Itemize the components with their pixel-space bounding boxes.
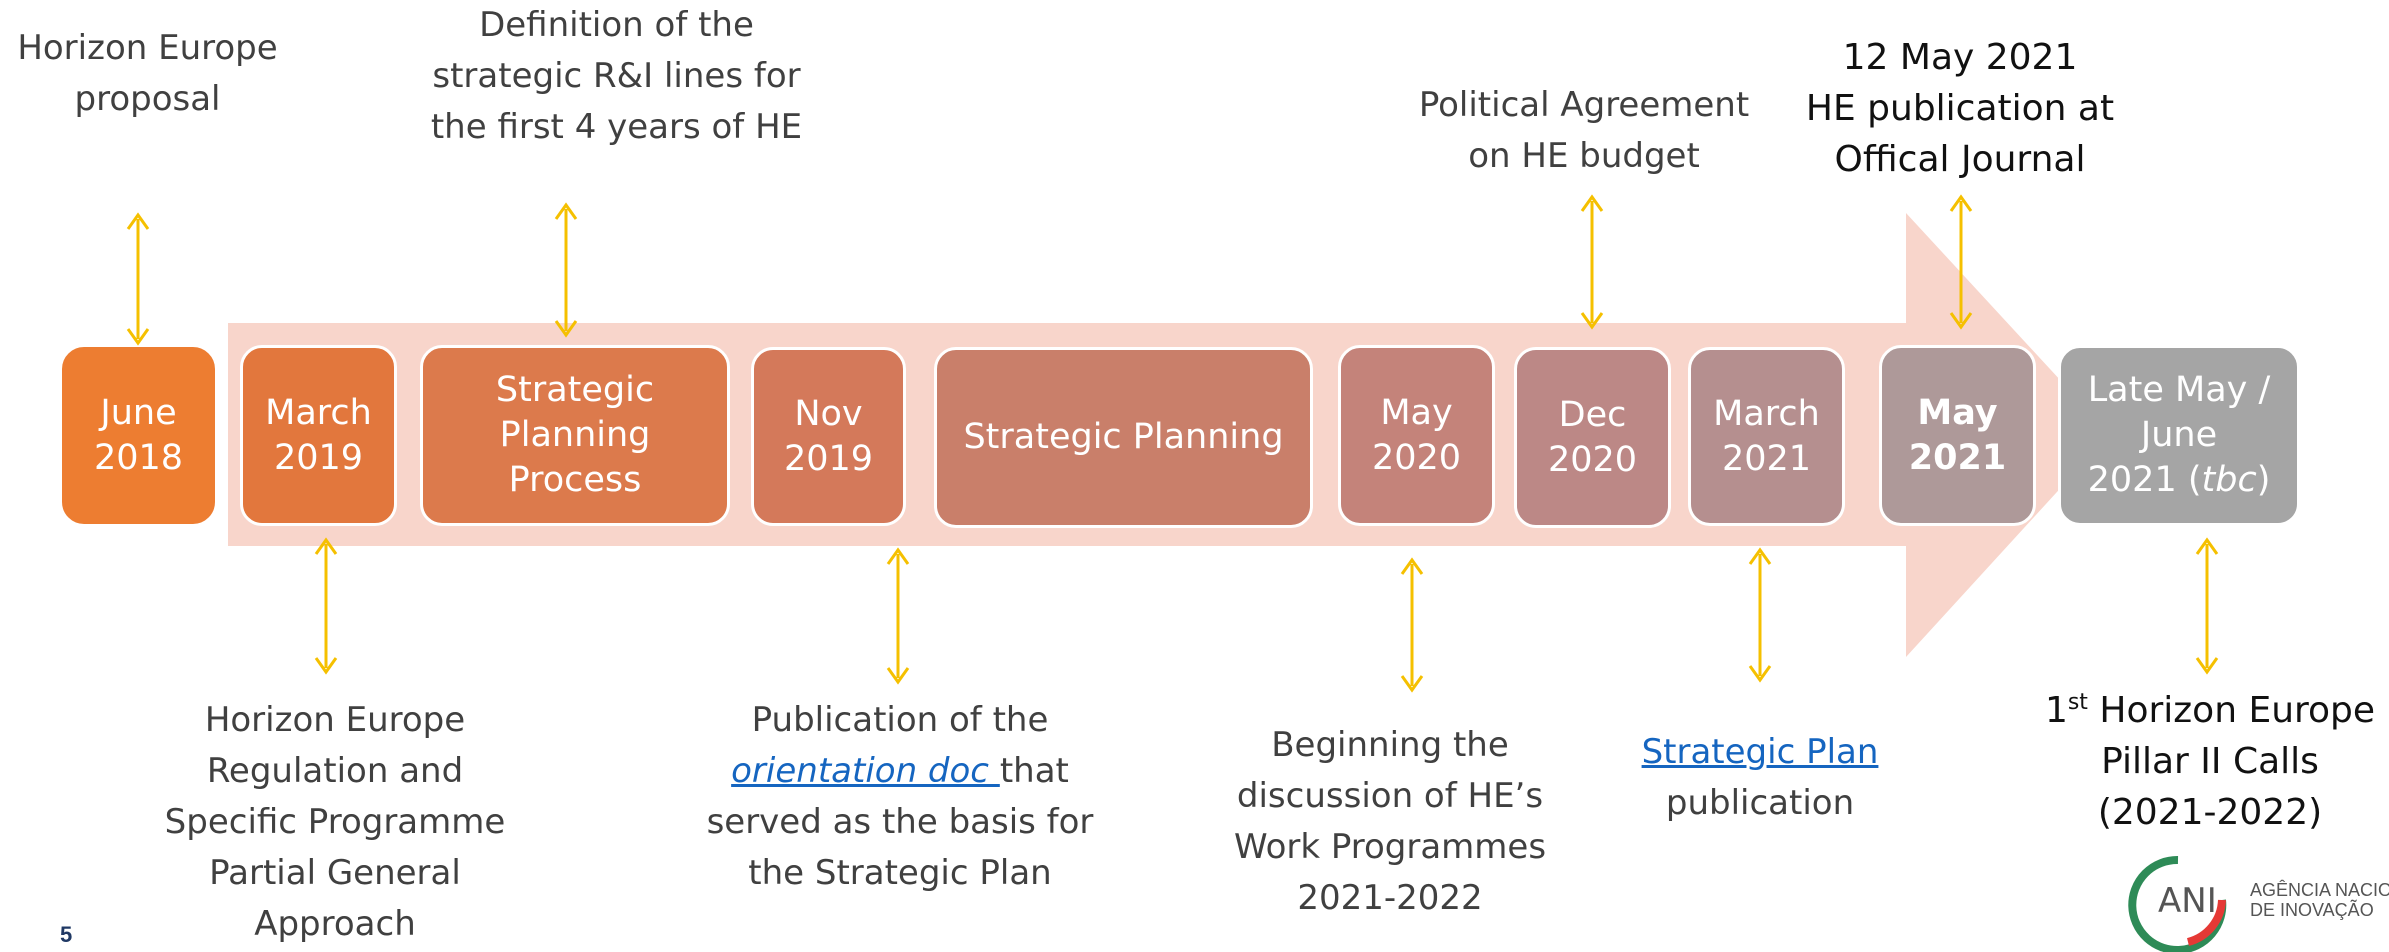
ani-logo-icon: ANI xyxy=(2128,855,2227,952)
annotation-work-programmes-discussion: Beginning the discussion of HE’s Work Pr… xyxy=(1233,725,1547,918)
tbc-italic: tbc xyxy=(2201,460,2257,500)
page-number: 5 xyxy=(60,922,73,947)
orientation-doc-line-rest: that xyxy=(999,751,1069,791)
milestone-strategic-planning: Strategic Planning xyxy=(934,347,1313,528)
annotation-strategic-plan-publication: Strategic Plan publication xyxy=(1641,732,1879,823)
orientation-doc-link[interactable]: orientation doc xyxy=(731,751,1000,791)
logo-mark: ANI xyxy=(2158,881,2217,921)
annotation-regulation-partial-general-approach: Horizon Europe Regulation and Specific P… xyxy=(164,700,506,944)
annotation-pillar-ii-calls: 1st Horizon Europe Pillar II Calls (2021… xyxy=(2044,690,2376,833)
milestone-late-may-june-2021: Late May / June 2021 (tbc) xyxy=(2058,345,2300,526)
annotation-orientation-doc-publication: Publication of the orientation doc that … xyxy=(706,700,1094,893)
logo-text: AGÊNCIA NACIONAL DE INOVAÇÃO xyxy=(2250,880,2389,920)
strategic-plan-link[interactable]: Strategic Plan xyxy=(1641,732,1879,772)
tbc-text: 2021 (tbc) xyxy=(2087,460,2271,500)
